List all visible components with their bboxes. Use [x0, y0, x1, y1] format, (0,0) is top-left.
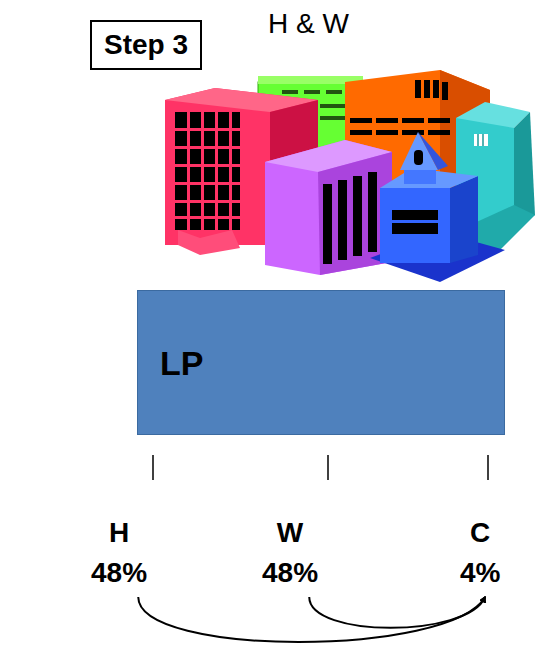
step-box: Step 3 [90, 20, 202, 70]
percent-value: 4% [460, 553, 500, 593]
share-node: H48% [87, 513, 151, 593]
node-label: Step 3 [104, 28, 188, 62]
percent-value: 48% [91, 553, 147, 593]
share-node: W48% [258, 513, 322, 593]
curved-arrow [138, 597, 485, 642]
blue-house [370, 132, 505, 282]
tick-marks [153, 455, 488, 480]
node-label: W [262, 513, 318, 553]
node-label: H [91, 513, 147, 553]
percent-value: 48% [262, 553, 318, 593]
group-label: H & W [268, 8, 349, 40]
curved-arrow [309, 597, 485, 628]
purple-building [265, 140, 392, 275]
share-node: C4% [456, 513, 504, 593]
lp-box: LP [137, 290, 505, 435]
node-label: LP [160, 343, 504, 383]
node-label: C [460, 513, 500, 553]
